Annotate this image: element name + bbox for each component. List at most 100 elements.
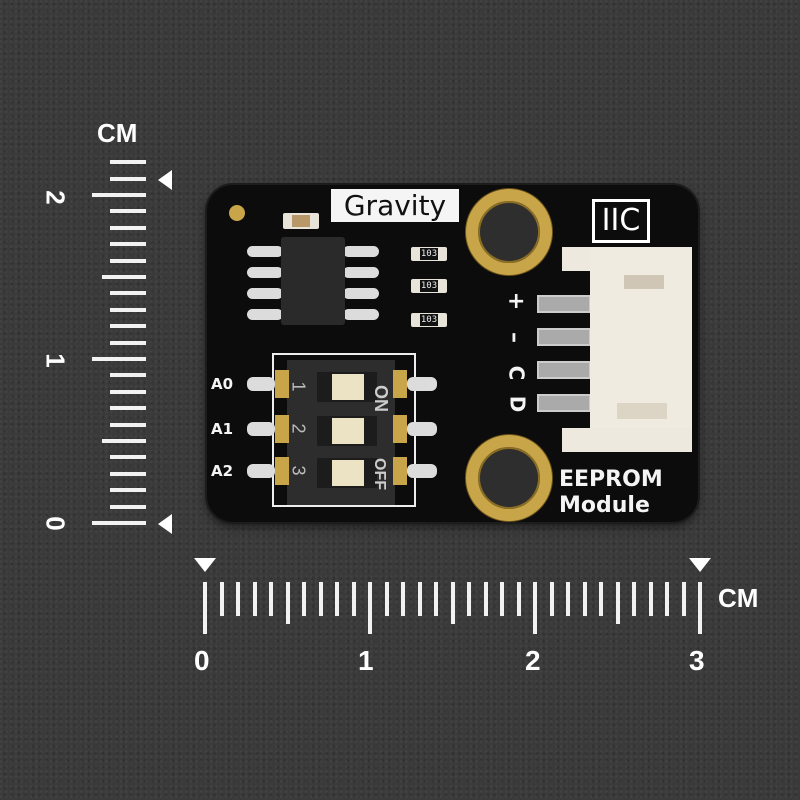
- eeprom-module-board: Gravity 103 103 103 IIC 1 2 3 ON OFF: [207, 185, 698, 522]
- ruler-tick: [500, 582, 504, 616]
- ruler-tick: [632, 582, 636, 616]
- dip-solder: [247, 422, 275, 436]
- dip-toggle-3[interactable]: [332, 460, 364, 486]
- dip-number-2: 2: [288, 423, 309, 434]
- vertical-ruler-label-0: 0: [40, 516, 71, 531]
- pin-label-plus: +: [507, 289, 526, 314]
- ruler-tick: [516, 582, 521, 616]
- ruler-tick: [110, 340, 146, 345]
- ruler-tick: [417, 582, 422, 616]
- ruler-tick: [92, 521, 146, 525]
- dip-solder: [407, 464, 437, 478]
- ruler-tick: [110, 291, 146, 296]
- ruler-tick: [236, 582, 240, 616]
- ruler-tick: [110, 242, 146, 247]
- chip-pin: [247, 288, 283, 299]
- ruler-tick: [351, 582, 356, 616]
- ruler-tick: [599, 582, 603, 616]
- vertical-ruler-unit: CM: [97, 118, 138, 148]
- ruler-tick: [102, 275, 146, 279]
- ruler-tick: [566, 582, 570, 616]
- ruler-tick: [335, 582, 339, 616]
- ruler-tick: [549, 582, 554, 616]
- resistor-3: 103: [411, 313, 447, 327]
- ruler-tick: [318, 582, 323, 616]
- ruler-tick: [92, 357, 146, 361]
- ruler-tick: [368, 582, 372, 634]
- eeprom-chip: [281, 237, 345, 325]
- dip-solder: [407, 422, 437, 436]
- dip-number-1: 1: [288, 381, 309, 392]
- ruler-tick: [648, 582, 653, 616]
- chip-pin: [247, 267, 283, 278]
- ruler-tick: [110, 504, 146, 509]
- horizontal-ruler-label-0: 0: [194, 645, 210, 676]
- dip-on-label: ON: [371, 385, 391, 412]
- dip-number-3: 3: [288, 465, 309, 476]
- chip-pin: [247, 246, 283, 257]
- dip-toggle-1[interactable]: [332, 374, 364, 400]
- horizontal-ruler-label-2: 2: [525, 645, 541, 676]
- vertical-ruler-marker-top-icon: [158, 170, 172, 190]
- ruler-tick: [110, 455, 146, 460]
- dip-toggle-2[interactable]: [332, 418, 364, 444]
- ruler-tick: [203, 582, 207, 634]
- address-label-a1: A1: [211, 420, 234, 438]
- resistor-1: 103: [411, 247, 447, 261]
- ruler-tick: [615, 582, 620, 624]
- ruler-tick: [110, 406, 146, 411]
- ruler-tick: [450, 582, 455, 624]
- horizontal-ruler-label-1: 1: [358, 645, 374, 676]
- ruler-tick: [110, 324, 146, 329]
- ruler-tick: [110, 209, 146, 214]
- dip-solder: [247, 377, 275, 391]
- ruler-tick: [269, 582, 273, 616]
- ruler-tick: [110, 389, 146, 394]
- ruler-tick: [110, 258, 146, 263]
- ruler-tick: [533, 582, 537, 634]
- ruler-tick: [219, 582, 224, 616]
- ruler-tick: [483, 582, 488, 616]
- pin-label-c: C: [504, 365, 529, 381]
- ruler-tick: [110, 373, 146, 378]
- address-label-a0: A0: [211, 375, 234, 393]
- mounting-hole-bottom: [466, 435, 552, 521]
- iic-label: IIC: [592, 199, 650, 243]
- dip-pad: [393, 415, 407, 443]
- ruler-tick: [110, 488, 146, 493]
- ruler-tick: [285, 582, 290, 624]
- pin-label-d: D: [505, 395, 530, 413]
- iic-connector[interactable]: [562, 247, 692, 452]
- ruler-tick: [681, 582, 686, 616]
- dip-pad: [275, 457, 289, 485]
- chip-pin: [247, 309, 283, 320]
- fiducial-dot: [229, 205, 245, 221]
- dip-solder: [407, 377, 437, 391]
- ruler-tick: [110, 176, 146, 181]
- horizontal-ruler-label-3: 3: [689, 645, 705, 676]
- mounting-hole-top: [466, 189, 552, 275]
- module-title-line1: EEPROM: [559, 467, 663, 492]
- ruler-tick: [110, 422, 146, 427]
- dip-pad: [275, 370, 289, 398]
- pin-label-minus: –: [502, 332, 527, 343]
- ruler-tick: [110, 307, 146, 312]
- dip-pad: [393, 457, 407, 485]
- ruler-tick: [252, 582, 257, 616]
- resistor-2: 103: [411, 279, 447, 293]
- ruler-tick: [302, 582, 306, 616]
- ruler-tick: [110, 471, 146, 476]
- chip-pin: [343, 246, 379, 257]
- ruler-tick: [698, 582, 702, 634]
- chip-pin: [343, 267, 379, 278]
- ruler-tick: [110, 160, 146, 165]
- ruler-tick: [92, 193, 146, 197]
- ruler-tick: [582, 582, 587, 616]
- chip-pin: [343, 309, 379, 320]
- dip-switch[interactable]: 1 2 3 ON OFF: [287, 360, 395, 505]
- horizontal-ruler-marker-left-icon: [194, 558, 216, 572]
- chip-pin: [343, 288, 379, 299]
- ruler-tick: [110, 225, 146, 230]
- module-title-line2: Module: [559, 493, 650, 518]
- dip-pad: [393, 370, 407, 398]
